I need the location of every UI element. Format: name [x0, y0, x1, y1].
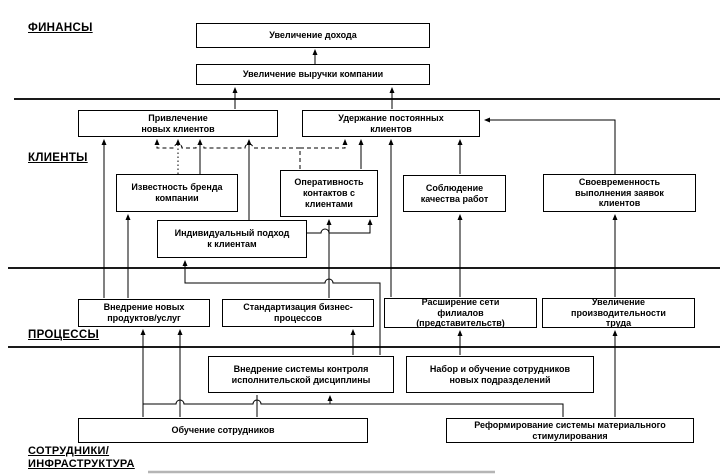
- node-contact-responsiveness: Оперативность контактов с клиентами: [280, 170, 378, 217]
- node-discipline-control: Внедрение системы контроля исполнительск…: [208, 356, 394, 393]
- node-branch-network: Расширение сети филиалов (представительс…: [384, 297, 537, 328]
- node-increase-income: Увеличение дохода: [196, 23, 430, 48]
- arrow-bus-to-retain-dashed: [299, 139, 348, 169]
- zone-label-clients: КЛИЕНТЫ: [28, 152, 88, 164]
- bus-staff-horizontal: [143, 399, 564, 417]
- node-attract-new-clients: Привлечение новых клиентов: [78, 110, 278, 137]
- arrow-timeliness-to-retain: [484, 117, 616, 174]
- node-process-standardization: Стандартизация бизнес- процессов: [222, 299, 374, 327]
- node-individual-approach: Индивидуальный подход к клиентам: [157, 220, 307, 258]
- node-incentive-reform: Реформирование системы материального сти…: [446, 418, 694, 443]
- node-retain-clients: Удержание постоянных клиентов: [302, 110, 480, 137]
- node-staff-training: Обучение сотрудников: [78, 418, 368, 443]
- node-work-quality: Соблюдение качества работ: [403, 175, 506, 212]
- node-brand-awareness: Известность бренда компании: [116, 174, 238, 212]
- node-new-products: Внедрение новых продуктов/услуг: [78, 299, 210, 327]
- arrow-individual-to-responsiveness: [307, 219, 373, 234]
- zone-label-finance: ФИНАНСЫ: [28, 22, 93, 34]
- zone-label-staff-infrastructure: СОТРУДНИКИ/ ИНФРАСТРУКТУРА: [28, 445, 135, 470]
- zone-label-processes: ПРОЦЕССЫ: [28, 329, 100, 341]
- node-labor-productivity: Увеличение производительности труда: [542, 297, 695, 328]
- node-increase-revenue: Увеличение выручки компании: [196, 64, 430, 85]
- arrow-bus-to-attract-dashed: [154, 139, 300, 149]
- node-timely-fulfillment: Своевременность выполнения заявок клиент…: [543, 174, 696, 212]
- arrow-discipline-to-individual: [182, 260, 381, 355]
- node-recruit-train-new-units: Набор и обучение сотрудников новых подра…: [406, 356, 594, 393]
